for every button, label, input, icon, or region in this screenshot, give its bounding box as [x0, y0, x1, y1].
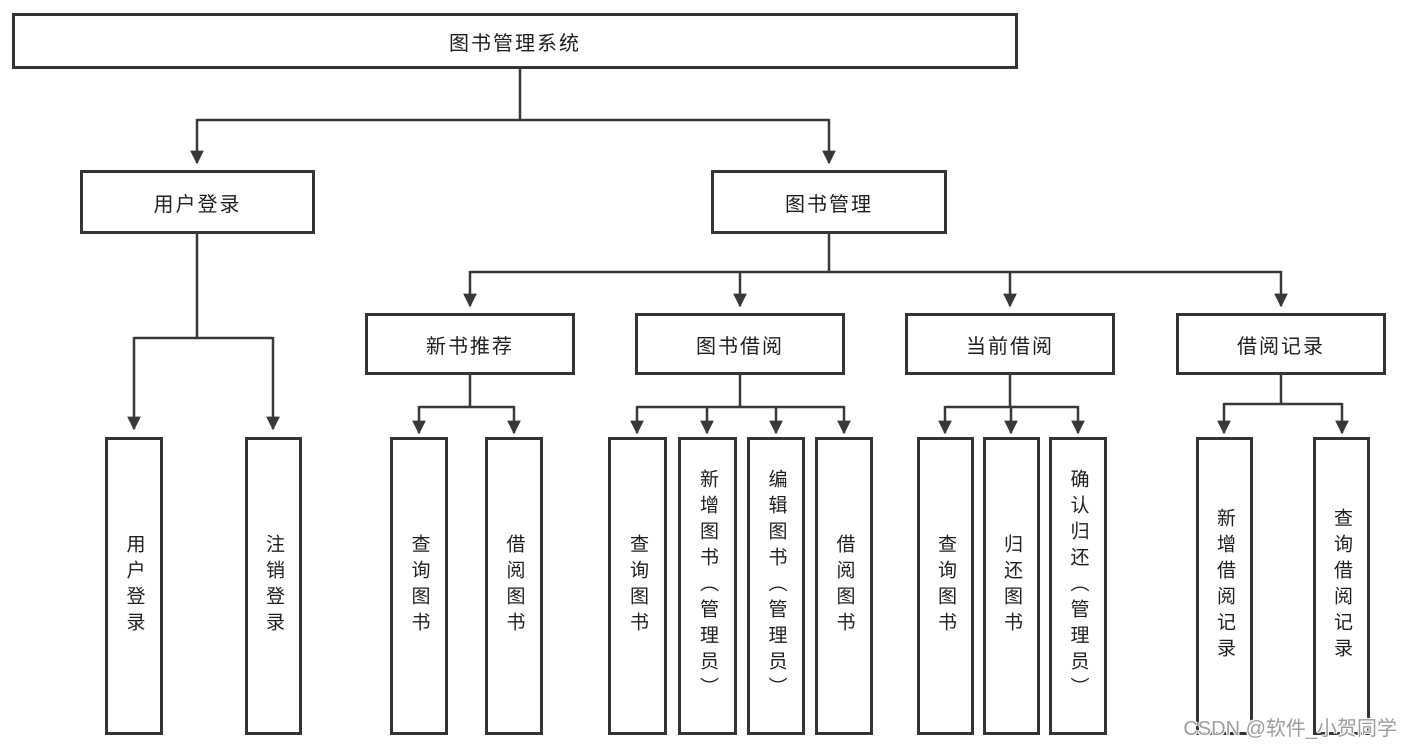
node-label: 借阅图书: [503, 534, 525, 638]
node-edit-books-admin: 编辑图书（管理员）: [747, 437, 805, 735]
node-user-login: 用户登录: [80, 170, 315, 234]
node-logout: 注销登录: [245, 437, 302, 735]
node-label: 查询图书: [627, 534, 648, 638]
node-label: 查询图书: [408, 534, 430, 638]
node-query-books-recommend: 查询图书: [390, 437, 448, 735]
node-new-book-recommend: 新书推荐: [365, 313, 575, 375]
node-borrow-books-recommend: 借阅图书: [485, 437, 543, 735]
node-borrow-books: 借阅图书: [815, 437, 873, 735]
node-label: 注销登录: [263, 534, 284, 638]
node-label: 编辑图书（管理员）: [765, 469, 787, 703]
node-query-books-current: 查询图书: [917, 437, 974, 735]
node-label: 归还图书: [1001, 534, 1022, 638]
node-label: 新增图书（管理员）: [697, 469, 718, 703]
node-confirm-return-admin: 确认归还（管理员）: [1049, 437, 1107, 735]
node-borrow-records: 借阅记录: [1176, 313, 1386, 375]
node-book-borrow: 图书借阅: [635, 313, 845, 375]
node-query-books-borrow: 查询图书: [608, 437, 667, 735]
node-label: 查询图书: [935, 534, 956, 638]
node-label: 用户登录: [123, 534, 145, 638]
node-add-books-admin: 新增图书（管理员）: [678, 437, 737, 735]
node-add-borrow-record: 新增借阅记录: [1196, 437, 1253, 735]
csdn-watermark: CSDN @软件_小贺同学: [1183, 718, 1397, 740]
node-user-login-action: 用户登录: [105, 437, 163, 735]
node-current-borrow: 当前借阅: [905, 313, 1115, 375]
node-label: 借阅图书: [833, 534, 855, 638]
node-return-books: 归还图书: [983, 437, 1040, 735]
node-book-management: 图书管理: [711, 170, 947, 234]
node-book-management-system: 图书管理系统: [12, 13, 1018, 69]
node-label: 确认归还（管理员）: [1067, 469, 1089, 703]
node-label: 查询借阅记录: [1331, 508, 1352, 664]
node-label: 新增借阅记录: [1214, 508, 1235, 664]
node-query-borrow-record: 查询借阅记录: [1313, 437, 1370, 735]
